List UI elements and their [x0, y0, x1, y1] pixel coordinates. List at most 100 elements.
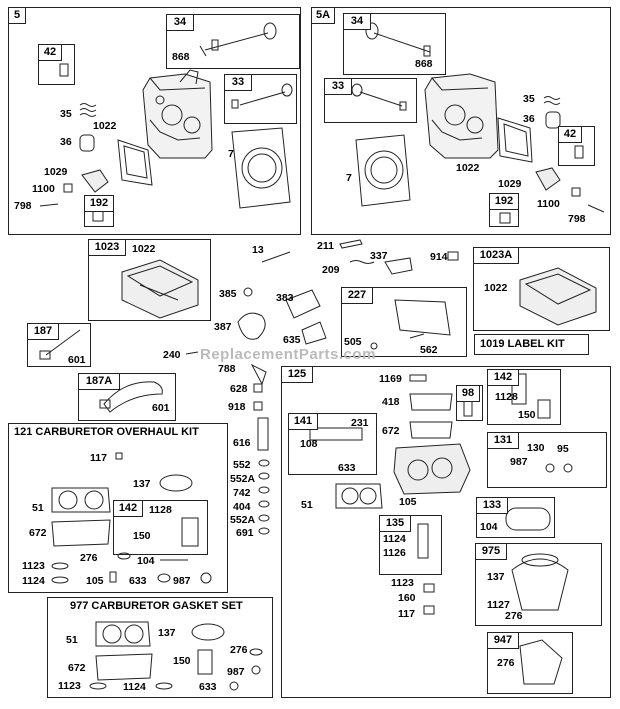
box-947	[487, 632, 573, 694]
part-label: 117	[90, 452, 107, 464]
part-label: 104	[137, 555, 155, 567]
tag-1023a: 1023A	[473, 247, 519, 264]
part-label: 798	[14, 200, 32, 212]
part-label: 95	[557, 443, 569, 455]
part-label: 51	[301, 499, 313, 511]
part-label: 418	[382, 396, 400, 408]
tag-33-right: 33	[324, 78, 352, 95]
part-label: 51	[66, 634, 78, 646]
box-1023	[88, 239, 211, 321]
box-5	[8, 7, 301, 235]
part-label: 231	[351, 417, 369, 429]
part-label: 552	[233, 459, 251, 471]
part-label: 552A	[230, 473, 256, 485]
part-label: 633	[338, 462, 356, 474]
label-kit-title: 1019 LABEL KIT	[480, 338, 565, 350]
part-label: 108	[300, 438, 318, 450]
box-227	[341, 287, 467, 357]
box-975	[475, 543, 602, 626]
part-label: 1123	[391, 577, 414, 589]
tag-125: 125	[281, 366, 313, 383]
part-label: 160	[398, 592, 416, 604]
part-label: 240	[163, 349, 181, 361]
watermark: ReplacementParts.com	[200, 346, 376, 363]
tag-5a: 5A	[311, 7, 335, 24]
box-34-right	[343, 13, 446, 75]
tag-131: 131	[487, 432, 519, 449]
part-label: 104	[480, 521, 498, 533]
box-125	[281, 366, 611, 698]
part-label: 105	[399, 496, 417, 508]
part-label: 1123	[22, 560, 45, 572]
part-label: 505	[344, 336, 362, 348]
box-34-left	[166, 14, 300, 69]
part-label: 385	[219, 288, 237, 300]
part-label: 788	[218, 363, 236, 375]
part-label: 35	[60, 108, 72, 120]
part-label: 404	[233, 501, 251, 513]
part-label: 1100	[32, 183, 55, 195]
tag-192-left: 192	[84, 195, 114, 212]
part-label: 276	[497, 657, 515, 669]
box-121	[8, 423, 228, 593]
tag-98: 98	[456, 385, 480, 402]
part-label: 387	[214, 321, 232, 333]
part-label: 1022	[132, 243, 156, 255]
box-133	[476, 497, 555, 538]
part-label: 868	[172, 51, 190, 63]
part-label: 635	[283, 334, 301, 346]
box-187a	[78, 373, 176, 421]
part-label: 1100	[537, 198, 560, 210]
part-label: 137	[158, 627, 176, 639]
tag-42-left: 42	[38, 44, 62, 61]
part-label: 918	[228, 401, 246, 413]
tag-133: 133	[476, 497, 508, 514]
part-label: 276	[80, 552, 98, 564]
part-label: 1123	[58, 680, 81, 692]
tag-141: 141	[288, 413, 318, 430]
part-label: 562	[420, 344, 438, 356]
tag-42-right: 42	[558, 126, 582, 143]
part-label: 150	[133, 530, 151, 542]
part-label: 868	[415, 58, 433, 70]
part-label: 13	[252, 244, 264, 256]
part-label: 628	[230, 383, 248, 395]
part-label: 552A	[230, 514, 256, 526]
part-label: 150	[173, 655, 191, 667]
part-label: 7	[346, 172, 352, 184]
part-label: 601	[68, 354, 86, 366]
part-label: 1029	[498, 178, 522, 190]
part-label: 7	[228, 148, 234, 160]
tag-142-left: 142	[113, 500, 143, 517]
part-label: 1128	[495, 391, 518, 403]
part-label: 633	[129, 575, 147, 587]
part-label: 211	[317, 240, 334, 252]
part-label: 337	[370, 250, 388, 262]
box-977	[47, 597, 273, 698]
part-label: 1022	[484, 282, 508, 294]
box-33-left	[224, 74, 297, 124]
part-label: 633	[199, 681, 217, 693]
carb-kit-title: 121 CARBURETOR OVERHAUL KIT	[14, 426, 199, 438]
tag-5: 5	[8, 7, 26, 24]
part-label: 1126	[383, 547, 406, 559]
part-label: 1022	[93, 120, 117, 132]
part-label: 276	[230, 644, 248, 656]
part-label: 616	[233, 437, 251, 449]
tag-1023: 1023	[88, 239, 126, 256]
part-label: 150	[518, 409, 536, 421]
part-label: 601	[152, 402, 170, 414]
part-label: 1127	[487, 599, 510, 611]
part-label: 1124	[383, 533, 406, 545]
box-142-right	[487, 369, 561, 425]
box-131	[487, 432, 607, 488]
tag-947: 947	[487, 632, 519, 649]
box-33-right	[324, 78, 417, 123]
tag-227: 227	[341, 287, 373, 304]
part-label: 383	[276, 292, 294, 304]
part-label: 137	[133, 478, 151, 490]
box-5a	[311, 7, 611, 235]
part-label: 117	[398, 608, 415, 620]
part-label: 1169	[379, 373, 402, 385]
tag-187a: 187A	[78, 373, 120, 390]
